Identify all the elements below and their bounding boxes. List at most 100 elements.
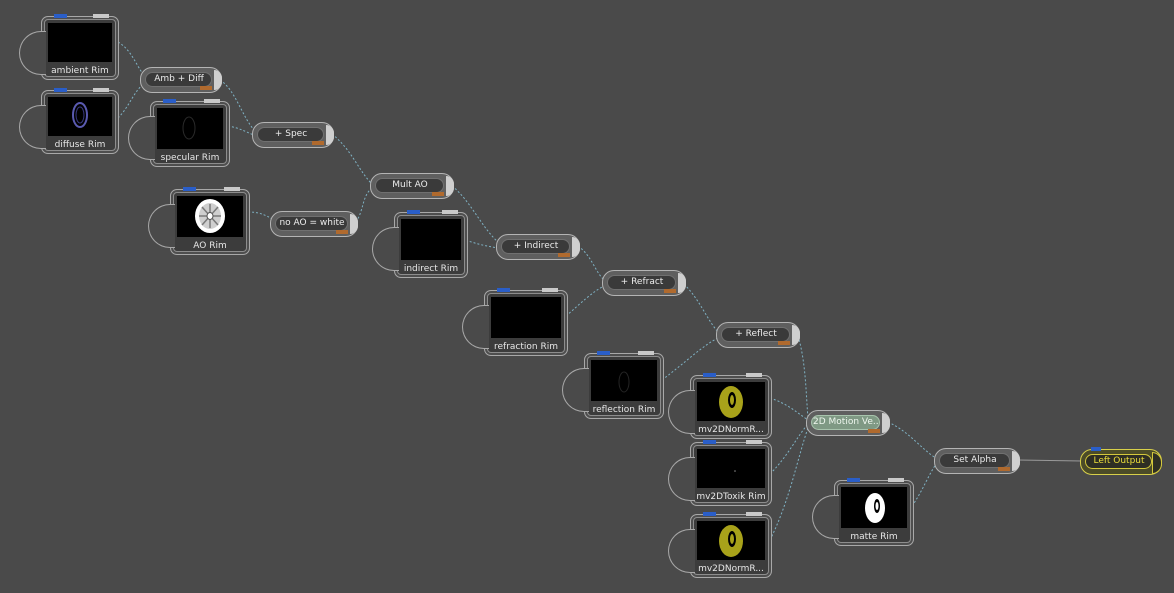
- node-label: AO Rim: [193, 241, 227, 251]
- wire-ambdiff-to-spec[interactable]: [219, 79, 257, 133]
- operator-node-mult-ao[interactable]: Mult AO: [370, 173, 454, 199]
- clip-node-refraction-rim[interactable]: refraction Rim: [462, 288, 568, 356]
- operator-node-plus-refract[interactable]: + Refract: [602, 270, 686, 296]
- input-socket[interactable]: [703, 373, 716, 377]
- operator-node-amb-diff[interactable]: Amb + Diff: [140, 67, 222, 93]
- node-label: mv2DNormR...: [698, 425, 764, 435]
- thumbnail-indirect: [401, 219, 461, 260]
- output-socket[interactable]: [746, 440, 762, 444]
- wire-indirectrim-to-indirect[interactable]: [465, 239, 499, 249]
- thumbnail-matte: [841, 487, 907, 528]
- clip-node-ambient-rim[interactable]: ambient Rim: [19, 14, 119, 80]
- node-label: + Refract: [620, 277, 664, 287]
- output-socket[interactable]: [868, 429, 880, 433]
- node-label: no AO = white: [279, 218, 345, 228]
- input-socket[interactable]: [163, 99, 176, 103]
- node-label: + Reflect: [735, 329, 777, 339]
- thumbnail-refraction: [491, 297, 561, 338]
- wire-spec-to-multao[interactable]: [331, 133, 373, 185]
- clip-node-specular-rim[interactable]: specular Rim: [128, 99, 230, 167]
- thumbnail-mv2dnorm-1: [697, 382, 765, 421]
- wire-diffuse-to-ambdiff[interactable]: [117, 81, 147, 119]
- thumbnail-specular: [157, 108, 223, 149]
- input-socket[interactable]: [1091, 447, 1101, 451]
- input-socket[interactable]: [54, 88, 67, 92]
- output-socket[interactable]: [746, 512, 762, 516]
- output-socket[interactable]: [93, 14, 109, 18]
- thumbnail-mv2dnorm-2: [697, 521, 765, 560]
- output-socket[interactable]: [558, 253, 570, 257]
- input-socket[interactable]: [847, 478, 860, 482]
- operator-node-no-ao-white[interactable]: no AO = white: [270, 211, 358, 237]
- thumbnail-reflection: [591, 360, 657, 401]
- clip-node-indirect-rim[interactable]: indirect Rim: [372, 210, 468, 278]
- output-socket[interactable]: [746, 373, 762, 377]
- wheel-thumbnail-icon: [865, 493, 885, 523]
- input-socket[interactable]: [497, 288, 510, 292]
- wheel-thumbnail-icon: [72, 102, 88, 128]
- operator-node-plus-indirect[interactable]: + Indirect: [496, 234, 580, 260]
- node-label: reflection Rim: [592, 405, 656, 415]
- clip-node-diffuse-rim[interactable]: diffuse Rim: [19, 88, 119, 154]
- input-ear[interactable]: [668, 457, 695, 501]
- output-socket[interactable]: [664, 289, 676, 293]
- output-socket[interactable]: [336, 230, 348, 234]
- input-socket[interactable]: [597, 351, 610, 355]
- clip-node-reflection-rim[interactable]: reflection Rim: [562, 351, 664, 419]
- output-socket[interactable]: [200, 86, 212, 90]
- wire-indirect-to-refract[interactable]: [577, 245, 605, 281]
- wheel-thumbnail-icon: [195, 199, 225, 233]
- input-socket[interactable]: [54, 14, 67, 18]
- output-socket[interactable]: [888, 478, 904, 482]
- output-socket[interactable]: [778, 341, 790, 345]
- wire-mvtoxik-to-motion[interactable]: [769, 423, 809, 475]
- input-ear[interactable]: [148, 204, 175, 248]
- clip-node-matte-rim[interactable]: matte Rim: [812, 478, 914, 546]
- node-label: mv2DToxik Rim: [696, 492, 766, 502]
- node-label: specular Rim: [160, 153, 220, 163]
- clip-node-mv2dtoxik-rim[interactable]: mv2DToxik Rim: [668, 440, 772, 506]
- output-socket[interactable]: [93, 88, 109, 92]
- output-socket[interactable]: [638, 351, 654, 355]
- output-socket[interactable]: [224, 187, 240, 191]
- wire-mvnorm2-to-motion[interactable]: [769, 427, 809, 541]
- wire-reflection-to-reflect[interactable]: [661, 337, 719, 381]
- wire-refraction-to-refract[interactable]: [565, 285, 605, 317]
- node-label: Set Alpha: [953, 455, 997, 465]
- output-node-left-output[interactable]: Left Output: [1080, 447, 1162, 475]
- wire-matte-to-setalpha[interactable]: [911, 463, 937, 507]
- wire-setalpha-to-output[interactable]: [1017, 459, 1083, 462]
- operator-node-set-alpha[interactable]: Set Alpha: [934, 448, 1020, 474]
- wire-multao-to-indirect[interactable]: [451, 185, 499, 243]
- operator-node-plus-reflect[interactable]: + Reflect: [716, 322, 800, 348]
- node-label: + Indirect: [513, 241, 559, 251]
- wheel-thumbnail-icon: [719, 525, 743, 557]
- node-label: refraction Rim: [494, 342, 558, 352]
- clip-node-mv2dnorm-2[interactable]: mv2DNormR...: [668, 512, 772, 578]
- input-socket[interactable]: [703, 512, 716, 516]
- clip-node-ao-rim[interactable]: AO Rim: [148, 187, 250, 255]
- output-socket[interactable]: [442, 210, 458, 214]
- wire-mvnorm1-to-motion[interactable]: [769, 397, 809, 421]
- input-socket[interactable]: [183, 187, 196, 191]
- wire-reflect-to-motion[interactable]: [797, 335, 809, 419]
- wire-refract-to-reflect[interactable]: [683, 283, 719, 333]
- clip-node-mv2dnorm-1[interactable]: mv2DNormR...: [668, 373, 772, 439]
- node-label: matte Rim: [850, 532, 898, 542]
- wire-motion-to-setalpha[interactable]: [887, 421, 937, 459]
- thumbnail-ambient: [48, 23, 112, 62]
- input-socket[interactable]: [407, 210, 420, 214]
- wheel-thumbnail-icon: [618, 371, 630, 393]
- operator-node-2d-motion-vectors[interactable]: 2D Motion Ve...: [806, 410, 890, 436]
- output-socket[interactable]: [432, 192, 444, 196]
- node-label: ambient Rim: [51, 66, 109, 76]
- node-label: indirect Rim: [403, 264, 459, 274]
- wire-noao-to-multao[interactable]: [355, 187, 373, 223]
- output-socket[interactable]: [542, 288, 558, 292]
- output-socket[interactable]: [312, 141, 324, 145]
- output-socket[interactable]: [204, 99, 220, 103]
- output-socket[interactable]: [998, 467, 1010, 471]
- input-socket[interactable]: [703, 440, 716, 444]
- operator-node-plus-spec[interactable]: + Spec: [252, 122, 334, 148]
